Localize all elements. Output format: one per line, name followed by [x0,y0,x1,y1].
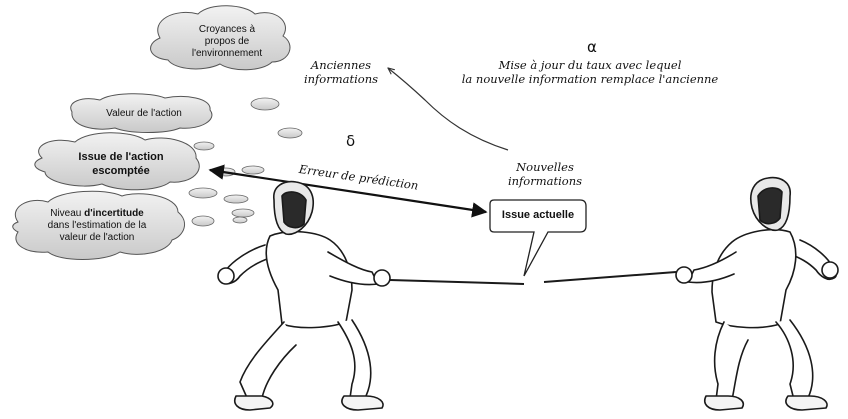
right-blade [544,272,676,282]
old-info-label: Anciennes informations [296,58,386,86]
delta-symbol: δ [346,132,355,150]
alpha-description: Mise à jour du taux avec lequel la nouve… [450,58,730,86]
alpha-symbol: α [587,38,597,56]
left-blade [390,280,524,284]
new-info-label: Nouvelles informations [500,160,590,188]
actual-outcome-text: Issue actuelle [490,209,586,221]
action-value-text: Valeur de l'action [86,108,202,120]
uncertainty-text: Niveau d'incertitude dans l'estimation d… [24,208,170,244]
beliefs-text: Croyances à propos de l'environnement [182,24,272,60]
right-fencer [676,178,838,410]
expected-outcome-text: Issue de l'action escomptée [58,150,184,178]
